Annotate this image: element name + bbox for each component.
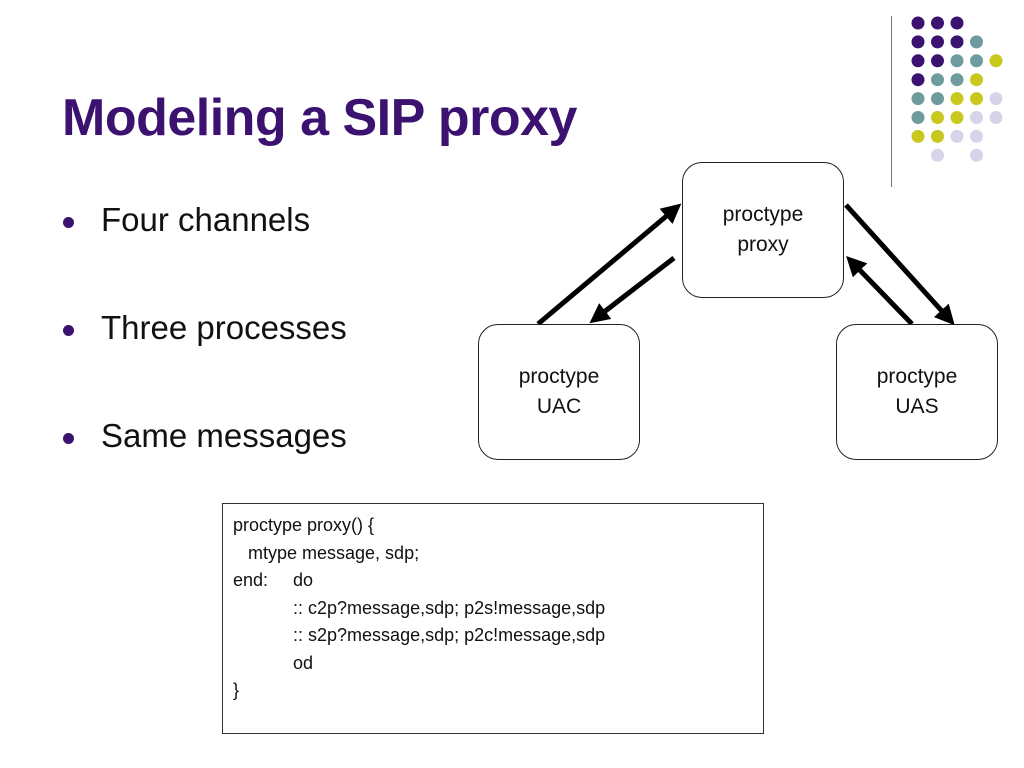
decorative-dot [970, 148, 983, 162]
decorative-dot [950, 92, 964, 106]
decorative-dot [911, 54, 925, 68]
decorative-dot [911, 92, 925, 106]
decorative-dot [970, 129, 983, 143]
arrow-uas-to-proxy [846, 255, 914, 326]
proctype-uas-node: proctype UAS [836, 324, 998, 460]
arrow-uac-to-proxy [536, 203, 682, 326]
decorative-dot [970, 54, 983, 68]
decorative-dot [931, 92, 944, 106]
code-line: od [233, 652, 314, 673]
decorative-dot [989, 111, 1003, 124]
bullet-item: Three processes [62, 304, 347, 412]
bullet-list: Four channels Three processes Same messa… [62, 196, 347, 520]
decorative-dot [931, 73, 944, 87]
bullet-item: Same messages [62, 412, 347, 520]
bullet-icon [63, 325, 74, 336]
decorative-dot [931, 111, 944, 124]
code-line: end: do [233, 570, 314, 590]
slide-title: Modeling a SIP proxy [62, 89, 577, 147]
code-line: mtype message, sdp; [233, 542, 420, 563]
decorative-dot [950, 73, 964, 87]
decorative-dot [950, 54, 964, 68]
node-label-line2: proxy [737, 233, 789, 256]
bullet-text: Three processes [101, 309, 347, 346]
arrow-proxy-to-uas [844, 203, 955, 326]
arrow-proxy-to-uac [589, 256, 676, 324]
decorative-dot [931, 54, 944, 68]
code-line: :: s2p?message,sdp; p2c!message,sdp [233, 625, 606, 645]
node-label-line2: UAC [536, 395, 582, 418]
decorative-dot [931, 129, 944, 143]
decorative-dot [911, 16, 925, 30]
node-label-line1: proctype [518, 365, 600, 388]
decorative-divider [891, 16, 892, 187]
decorative-dot [950, 129, 964, 143]
decorative-dot [950, 35, 964, 49]
decorative-dot-grid [911, 16, 1003, 162]
decorative-dot [911, 35, 925, 49]
bullet-text: Four channels [101, 201, 311, 238]
proctype-uac-node: proctype UAC [478, 324, 640, 460]
decorative-dot [911, 111, 925, 124]
decorative-dot [970, 111, 983, 124]
decorative-dot [911, 73, 925, 87]
proctype-proxy-node: proctype proxy [682, 162, 844, 298]
decorative-dot [911, 129, 925, 143]
decorative-dot [989, 92, 1003, 106]
node-label-line2: UAS [895, 395, 939, 418]
decorative-dot [950, 16, 964, 30]
bullet-icon [63, 433, 74, 444]
decorative-dot [950, 111, 964, 124]
decorative-dot [970, 35, 983, 49]
decorative-dot [970, 92, 983, 106]
node-label-line1: proctype [722, 203, 804, 226]
code-line: proctype proxy() { [233, 515, 375, 535]
node-label-line1: proctype [876, 365, 958, 388]
decorative-dot [931, 35, 944, 49]
decorative-dot [970, 73, 983, 87]
decorative-dot [989, 54, 1003, 68]
diagram-arrows [536, 203, 955, 326]
code-listing: proctype proxy() { mtype message, sdp; e… [222, 503, 764, 734]
bullet-text: Same messages [101, 417, 347, 454]
decorative-dot [931, 148, 944, 162]
bullet-icon [63, 217, 74, 228]
decorative-dot [931, 16, 944, 30]
code-line: } [233, 680, 240, 700]
bullet-item: Four channels [62, 196, 347, 304]
code-line: :: c2p?message,sdp; p2s!message,sdp [233, 597, 606, 618]
